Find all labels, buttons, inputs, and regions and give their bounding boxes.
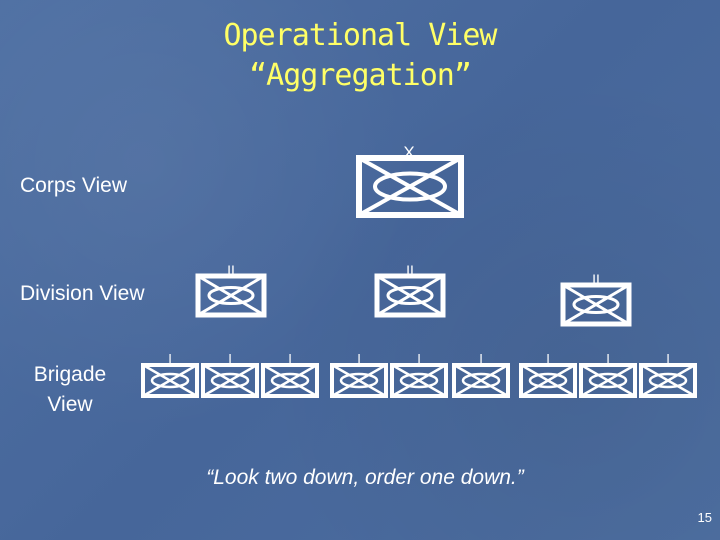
- slide-title-line-2: “Aggregation”: [249, 58, 472, 93]
- division-unit-symbol-icon: II: [374, 262, 446, 318]
- corps-unit-symbol-icon: X: [356, 143, 464, 218]
- division-echelon-mark: II: [406, 262, 414, 278]
- doctrine-quote: “Look two down, order one down.”: [206, 466, 524, 489]
- brigade-unit-symbol-icon: I: [201, 351, 259, 398]
- brigade-echelon-mark: I: [606, 351, 610, 366]
- brigade-view-label-line-1: Brigade: [33, 363, 107, 386]
- brigade-unit-symbol-icon: I: [579, 351, 637, 398]
- slide-title-line-1: Operational View: [223, 18, 498, 53]
- brigade-echelon-mark: I: [479, 351, 483, 366]
- brigade-echelon-mark: I: [168, 351, 172, 366]
- brigade-view-label: Brigade View: [18, 360, 122, 420]
- brigade-unit-symbol-icon: I: [141, 351, 199, 398]
- brigade-unit-symbol-icon: I: [452, 351, 510, 398]
- brigade-echelon-mark: I: [288, 351, 292, 366]
- brigade-unit-symbol-icon: I: [261, 351, 319, 398]
- division-unit-symbol-icon: II: [195, 262, 267, 318]
- brigade-unit-symbol-icon: I: [390, 351, 448, 398]
- brigade-unit-symbol-icon: I: [639, 351, 697, 398]
- division-view-label: Division View: [20, 282, 145, 305]
- brigade-unit-symbol-icon: I: [330, 351, 388, 398]
- brigade-unit-symbol-icon: I: [519, 351, 577, 398]
- brigade-echelon-mark: I: [666, 351, 670, 366]
- division-unit-symbol-icon: II: [560, 271, 632, 327]
- corps-view-label: Corps View: [20, 174, 127, 197]
- slide-page-number: 15: [697, 510, 712, 525]
- division-echelon-mark: II: [227, 262, 235, 278]
- corps-echelon-mark: X: [403, 143, 414, 162]
- brigade-view-label-line-2: View: [47, 393, 93, 416]
- brigade-echelon-mark: I: [228, 351, 232, 366]
- brigade-echelon-mark: I: [417, 351, 421, 366]
- brigade-echelon-mark: I: [546, 351, 550, 366]
- brigade-echelon-mark: I: [357, 351, 361, 366]
- division-echelon-mark: II: [592, 271, 600, 287]
